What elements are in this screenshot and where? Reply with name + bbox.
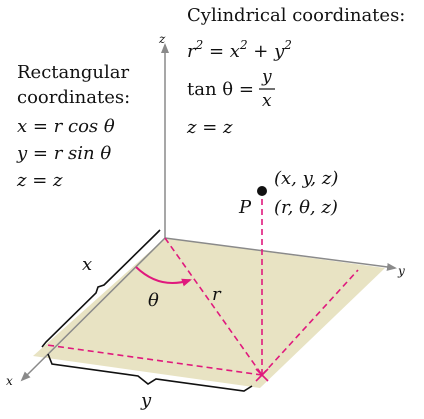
projection-marker	[255, 368, 269, 382]
cylindrical-eq2-lhs: tan θ =	[187, 79, 254, 100]
cylindrical-eq3: z = z	[186, 117, 233, 138]
y-axis-label: y	[397, 264, 405, 278]
rectangular-eq2: y = r sin θ	[16, 143, 111, 164]
x-axis	[20, 237, 166, 382]
rectangular-title-line2: coordinates:	[17, 87, 130, 108]
cylindrical-title: Cylindrical coordinates:	[187, 5, 405, 26]
x-brace	[41, 229, 161, 348]
point-rect-coords: (x, y, z)	[274, 168, 338, 189]
z-axis-label: z	[158, 32, 166, 46]
y-brace	[47, 353, 253, 392]
rectangular-eq3: z = z	[16, 170, 63, 191]
radius-line	[164, 237, 263, 376]
cylindrical-eq1: r2 = x2 + y2	[187, 38, 292, 62]
xy-plane	[33, 238, 385, 388]
cylindrical-eq2-numerator: y	[261, 67, 272, 87]
rectangular-eq1: x = r cos θ	[17, 116, 115, 137]
y-axis	[164, 237, 397, 271]
theta-arc	[135, 266, 192, 287]
r-label: r	[212, 284, 222, 305]
point-p-label: P	[238, 197, 252, 218]
x-dimension-label: x	[82, 254, 92, 275]
y-projection-line	[261, 269, 359, 376]
cylindrical-eq2-denominator: x	[262, 91, 272, 111]
y-dimension-label: y	[140, 390, 152, 411]
theta-label: θ	[148, 290, 159, 311]
rectangular-title-line1: Rectangular	[17, 62, 129, 83]
point-cyl-coords: (r, θ, z)	[274, 197, 338, 218]
point-p-dot	[257, 186, 267, 196]
x-projection-line	[46, 344, 263, 376]
x-axis-label: x	[6, 374, 13, 388]
